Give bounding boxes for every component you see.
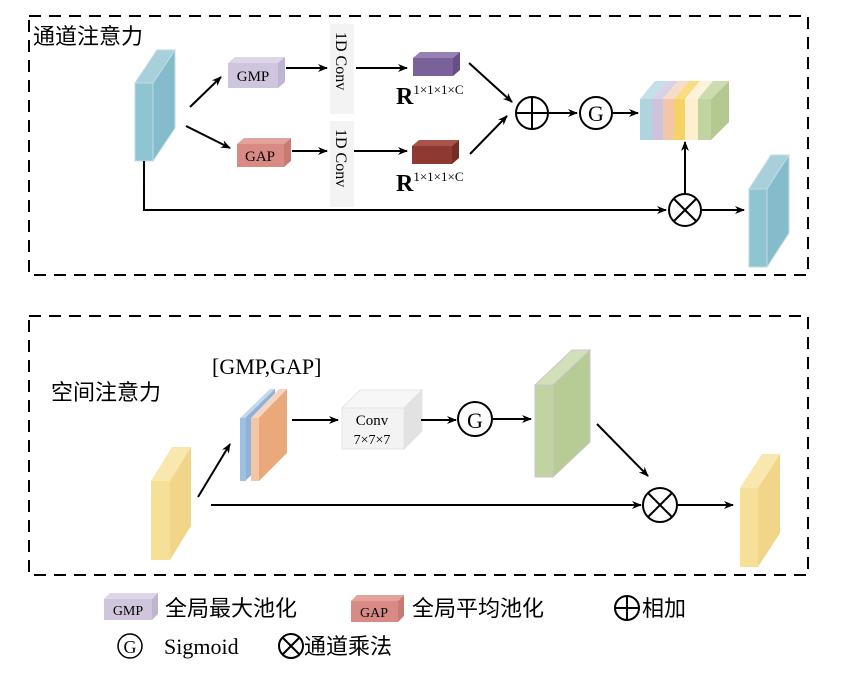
sigmoid-symbol-spatial: G [467,408,483,433]
skip-connection-channel [143,161,667,214]
spatial-attention-title: 空间注意力 [51,381,161,406]
sigmoid-symbol: G [588,101,604,126]
conv-kernel-label: 7×7×7 [354,433,391,448]
gap-label: GAP [245,149,275,165]
legend-gmp-box-label: GMP [113,604,144,619]
concat-label: [GMP,GAP] [212,354,321,379]
conv1d-bottom: 1D Conv [330,121,354,207]
legend-add: 相加 [614,595,686,622]
conv-label: Conv [356,413,389,429]
add-operator-icon [515,96,549,130]
legend-gmp-desc: 全局最大池化 [165,597,297,622]
tensor-label-top: R1×1×1×C [396,82,464,110]
legend-multiply-desc: 通道乘法 [304,635,392,660]
legend-gap: GAP 全局平均池化 [351,595,544,622]
arrow-to-concat [197,443,231,498]
legend-gap-box-label: GAP [360,606,388,621]
spatial-attention-map [533,348,592,479]
legend-sigmoid-desc: Sigmoid [164,634,239,659]
legend-multiply: 通道乘法 [278,633,392,660]
gap-vector [412,140,459,164]
spatial-input-feature [151,447,191,560]
legend-add-icon [614,595,640,621]
legend-sigmoid-icon: G [117,633,143,659]
legend-gap-desc: 全局平均池化 [412,597,544,622]
channel-weights-stack [640,81,729,140]
legend-sigmoid-symbol: G [124,637,137,657]
gmp-vector [413,52,460,76]
gap-box: GAP [237,138,291,167]
conv3d-block: Conv 7×7×7 [340,388,424,451]
legend-add-desc: 相加 [642,597,686,622]
spatial-output-feature [740,454,780,567]
arrow-gap-to-add [469,115,508,155]
arrow-to-gap [185,125,231,149]
arrow-map-to-multiply [596,423,649,477]
tensor-label-bottom: R1×1×1×C [396,169,464,197]
spatial-panel-border [28,315,809,576]
gmp-box: GMP [228,57,285,88]
channel-attention-title: 通道注意力 [33,25,143,50]
conv1d-top-label: 1D Conv [332,32,349,90]
legend: GMP 全局最大池化 GAP 全局平均池化 相加 G Sigmoid [104,593,686,660]
channel-input-feature [134,48,176,163]
conv1d-top: 1D Conv [330,24,354,114]
conv1d-bottom-label: 1D Conv [332,129,349,187]
arrow-to-gmp [189,76,222,108]
sigmoid-icon: G [579,96,613,130]
spatial-attention-panel: 空间注意力 [GMP,GAP] Conv 7×7×7 [28,315,809,576]
channel-output-feature [748,153,790,269]
legend-gmp: GMP 全局最大池化 [104,593,297,622]
legend-sigmoid: G Sigmoid [117,633,239,659]
arrow-gmp-to-add [468,62,513,103]
multiply-operator-icon-spatial [642,487,678,523]
sigmoid-icon-spatial: G [457,401,493,437]
legend-multiply-icon [278,633,304,659]
channel-panel-border [28,15,809,276]
concat-feature [240,389,287,481]
channel-attention-panel: 通道注意力 GMP GAP 1D Conv [28,15,809,276]
multiply-operator-icon [668,193,702,227]
gmp-label: GMP [237,69,270,85]
